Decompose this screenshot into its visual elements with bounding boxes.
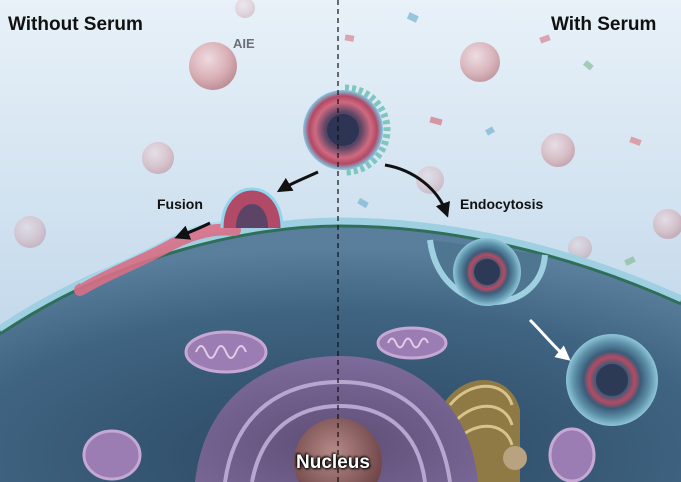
nuclear-membrane-fold [223,379,452,482]
nucleus-label: Nucleus [296,452,370,473]
mitochondrion [548,427,596,482]
aie-particles [14,0,255,248]
title-with-serum: With Serum [551,14,657,35]
fusing-liposome [220,187,284,229]
aie-particle [568,236,592,260]
serum-protein [357,197,369,209]
mitochondrion [82,429,142,481]
mitochondrion-cristae [387,337,429,349]
nucleus [195,356,478,482]
fusion-label: Fusion [157,196,203,212]
serum-protein [485,126,495,136]
aie-particle [142,142,174,174]
arrow-internalization [528,318,571,361]
endocytosed-core [474,259,500,285]
nuclear-membrane-fold [250,403,427,482]
aie-particle [235,0,255,18]
fused-membrane-edge [79,221,236,284]
liposome-core [327,114,359,146]
mitochondrion-cristae [195,345,247,359]
arrow-to-fusion [276,170,319,193]
aie-particle [189,42,237,90]
serum-protein [344,34,355,42]
aie-label: AIE [233,36,255,51]
serum-protein [539,34,551,44]
golgi-stack [448,384,514,406]
golgi-stack [450,404,514,426]
serum-protein [583,60,594,71]
fusing-bud-core [236,204,268,228]
serum-protein [629,136,642,146]
aie-particle [14,216,46,248]
fused-membrane [74,223,241,296]
golgi-vesicle [503,446,527,470]
endocytosis-label: Endocytosis [460,196,544,212]
aie-particle [460,42,500,82]
aie-particle [416,166,444,194]
protein-corona [344,84,391,176]
serum-particles [344,12,681,266]
aie-particle [541,133,575,167]
mitochondria [82,326,596,482]
serum-protein [624,256,636,266]
serum-protein [406,12,419,23]
title-without-serum: Without Serum [8,14,143,35]
arrow-to-endocytosis [384,163,450,218]
endosome-core [596,364,628,396]
arrow-fusion-spread [174,221,211,240]
aie-particle [653,209,681,239]
